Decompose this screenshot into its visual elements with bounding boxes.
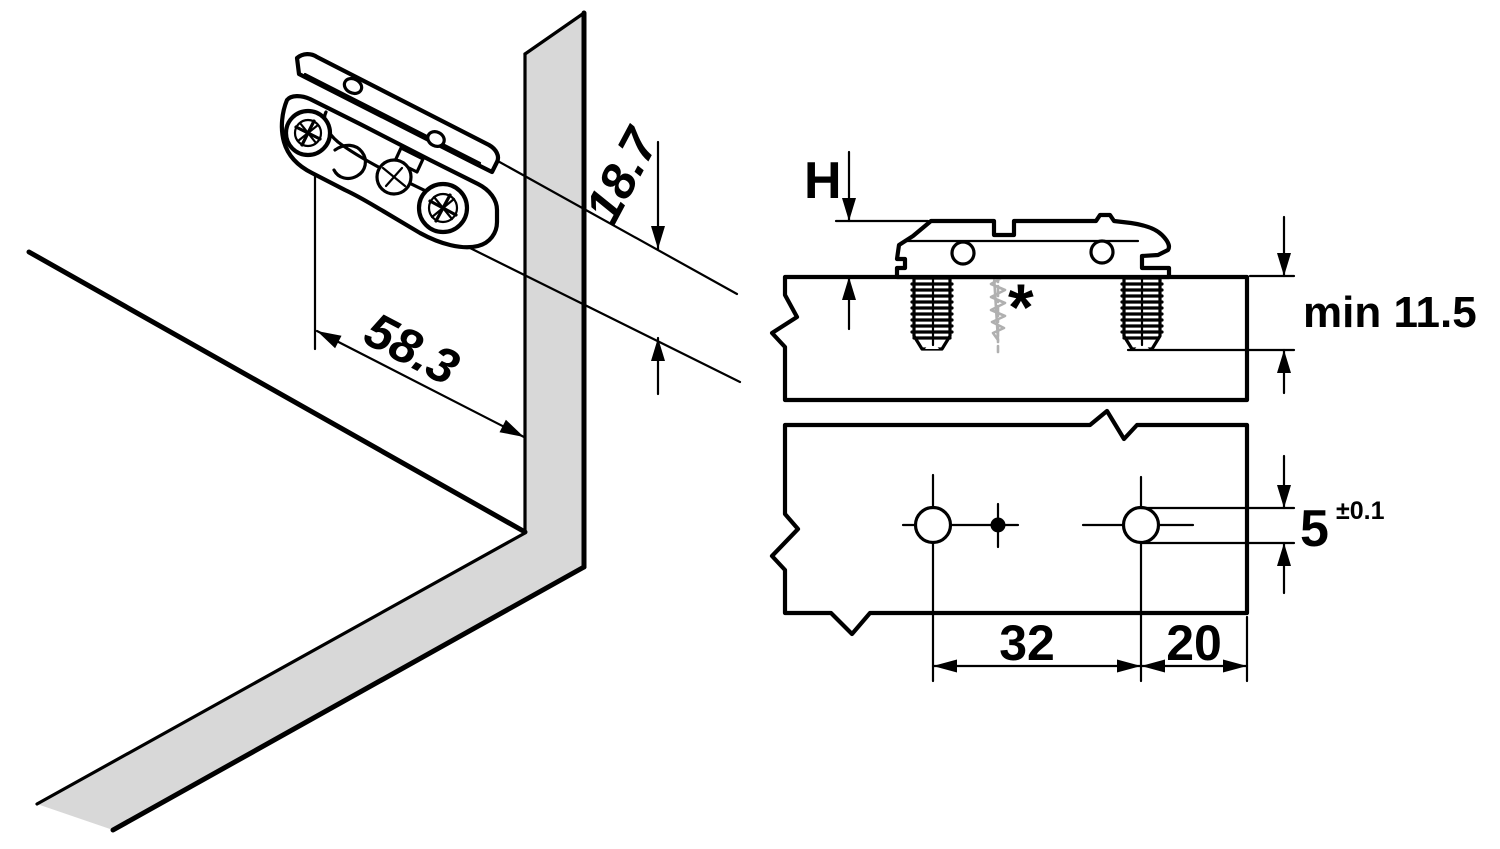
dim-label-H: H bbox=[804, 152, 842, 210]
plate-square-hole bbox=[393, 146, 425, 174]
board-plan bbox=[769, 408, 1250, 637]
dimension-18-7: 18.7 bbox=[574, 118, 670, 396]
dim-label-tolerance: ±0.1 bbox=[1336, 497, 1385, 525]
iso-panel-front-edge bbox=[523, 10, 587, 599]
plate-screw-front bbox=[283, 108, 333, 158]
bottom-edge-top-line bbox=[35, 531, 527, 806]
arrowhead bbox=[1277, 485, 1291, 508]
arrowhead bbox=[317, 331, 342, 349]
plate-inner-detail bbox=[332, 143, 368, 181]
arrowhead bbox=[1277, 350, 1291, 373]
board-section bbox=[769, 274, 1250, 403]
dimension-min-11-5: min 11.5 bbox=[1126, 215, 1477, 395]
dim-label-min-11-5: min 11.5 bbox=[1303, 288, 1477, 337]
mounting-plate-iso bbox=[279, 52, 501, 250]
dot bbox=[990, 517, 1006, 533]
arrowhead bbox=[1117, 659, 1141, 673]
plate-screw-rear bbox=[416, 181, 470, 235]
plate-bar-inner-line bbox=[303, 72, 482, 165]
panel-edge-top bbox=[523, 11, 586, 56]
iso-view: 58.3 18.7 bbox=[26, 10, 742, 833]
arrowhead bbox=[1277, 543, 1291, 566]
arrowhead bbox=[1223, 659, 1247, 673]
hole-circle bbox=[1121, 505, 1161, 545]
plate-cam-hole bbox=[950, 240, 976, 266]
arrowhead bbox=[933, 659, 957, 673]
panel-edge-fill bbox=[525, 13, 584, 599]
plate-small-hole bbox=[342, 76, 364, 96]
arrowhead bbox=[1277, 253, 1291, 276]
plate-profile bbox=[894, 212, 1172, 280]
dim-label-18-7: 18.7 bbox=[574, 118, 670, 232]
projection-line-upper bbox=[458, 138, 739, 296]
plate-small-hole bbox=[426, 130, 446, 148]
dimension-32-20: 32 20 bbox=[931, 615, 1249, 683]
projection-line-lower bbox=[468, 246, 742, 384]
plan-view: 5 ±0.1 32 20 bbox=[769, 408, 1385, 683]
bottom-edge-bottom-line bbox=[110, 564, 587, 833]
mounting-plate-section bbox=[894, 212, 1172, 280]
plate-cam-hole bbox=[1089, 239, 1115, 265]
dimension-H: H bbox=[804, 150, 930, 331]
bottom-edge-fill bbox=[37, 533, 584, 830]
dimension-line bbox=[315, 329, 526, 439]
arrowhead bbox=[842, 277, 856, 300]
dim-label-58-3: 58.3 bbox=[356, 302, 468, 397]
arrowhead bbox=[651, 226, 665, 249]
dimension-5: 5 ±0.1 bbox=[1139, 454, 1385, 595]
arrowhead bbox=[842, 198, 856, 221]
screw-thread bbox=[989, 274, 1007, 342]
cross-section-view: * H min 11.5 bbox=[769, 150, 1477, 403]
arrowhead bbox=[1141, 659, 1165, 673]
iso-bottom-panel-edge bbox=[35, 531, 587, 833]
dim-label-5: 5 bbox=[1300, 500, 1329, 558]
dim-label-32: 32 bbox=[999, 615, 1055, 671]
hole-circle bbox=[913, 505, 953, 545]
center-mark-dot bbox=[990, 502, 1006, 549]
panel-joint-line bbox=[26, 249, 528, 535]
plate-cam bbox=[375, 158, 413, 196]
arrowhead bbox=[499, 419, 524, 437]
dim-label-20: 20 bbox=[1166, 615, 1222, 671]
screw-note-asterisk: * bbox=[1008, 270, 1034, 344]
arrowhead bbox=[651, 338, 665, 361]
